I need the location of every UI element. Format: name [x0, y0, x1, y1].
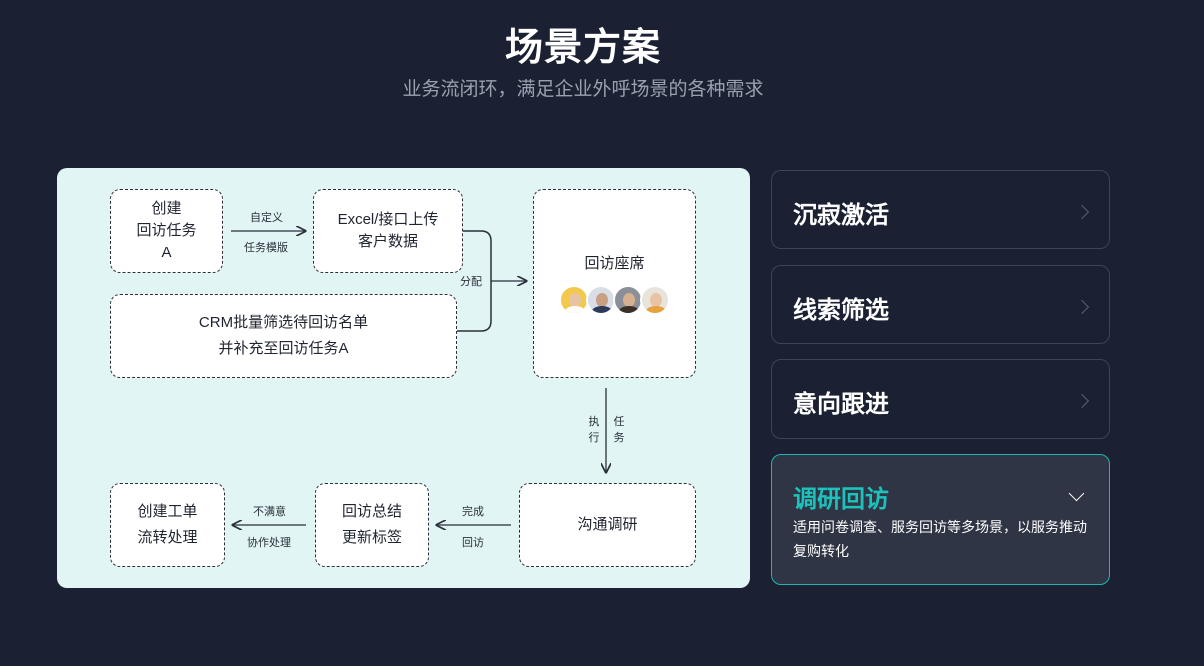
communicate-label: 沟通调研	[577, 516, 638, 533]
scenario-card-lead-screening[interactable]: 线索筛选	[771, 265, 1110, 344]
unsatisfied-label: 不满意	[253, 506, 286, 518]
ticket-line2: 流转处理	[137, 529, 198, 546]
scenario-card-survey-revisit[interactable]: 调研回访 适用问卷调查、服务回访等多场景，以服务推动复购转化	[771, 454, 1110, 585]
scenario-card-intent-followup[interactable]: 意向跟进	[771, 359, 1110, 439]
task-label: 任务	[613, 416, 625, 444]
chevron-right-icon	[1074, 299, 1090, 315]
create-task-line3: A	[161, 244, 172, 261]
agents-box: 回访座席	[533, 189, 696, 378]
flow-diagram-panel: 创建 回访任务 A 自定义 任务模版 Excel/接口上传 客户数据 CRM批量…	[57, 168, 750, 588]
upload-line1: Excel/接口上传	[337, 211, 439, 228]
avatar	[640, 284, 670, 315]
chevron-right-icon	[1074, 204, 1090, 220]
agents-label: 回访座席	[584, 254, 645, 272]
create-task-box: 创建 回访任务 A	[110, 189, 223, 273]
chevron-right-icon	[1074, 393, 1090, 409]
scenario-title: 沉寂激活	[793, 202, 889, 229]
agent-avatars	[559, 284, 670, 315]
page-subtitle: 业务流闭环，满足企业外呼场景的各种需求	[402, 79, 764, 100]
avatar	[586, 284, 616, 315]
page-title: 场景方案	[504, 27, 661, 69]
assign-label: 分配	[460, 276, 482, 288]
summary-box: 回访总结 更新标签	[315, 483, 429, 567]
custom-label: 自定义	[250, 212, 283, 224]
chevron-down-icon	[1068, 485, 1085, 502]
summary-line2: 更新标签	[341, 529, 402, 546]
template-label: 任务模版	[244, 242, 288, 254]
communicate-box: 沟通调研	[519, 483, 696, 567]
crm-filter-box: CRM批量筛选待回访名单 并补充至回访任务A	[110, 294, 457, 378]
scenario-description: 适用问卷调查、服务回访等多场景，以服务推动复购转化	[793, 519, 1087, 559]
done-label: 完成	[462, 506, 484, 518]
upload-line2: 客户数据	[357, 233, 418, 250]
scenario-title: 意向跟进	[793, 391, 889, 418]
summary-line1: 回访总结	[341, 503, 402, 520]
ticket-box: 创建工单 流转处理	[110, 483, 225, 567]
upload-data-box: Excel/接口上传 客户数据	[313, 189, 463, 273]
exec-label: 执行	[588, 416, 600, 444]
collab-label: 协作处理	[247, 537, 291, 549]
flow-connectors	[231, 168, 750, 588]
create-task-line1: 创建	[151, 200, 182, 217]
revisit-label: 回访	[462, 537, 484, 549]
scenario-title: 调研回访	[793, 486, 889, 513]
crm-line1: CRM批量筛选待回访名单	[198, 314, 369, 331]
scenario-title: 线索筛选	[793, 297, 889, 324]
scenario-card-dormant-activation[interactable]: 沉寂激活	[771, 170, 1110, 249]
avatar	[613, 284, 643, 315]
avatar	[559, 284, 589, 315]
ticket-line1: 创建工单	[137, 503, 198, 520]
create-task-line2: 回访任务	[136, 222, 197, 239]
crm-line2: 并补充至回访任务A	[218, 340, 349, 357]
